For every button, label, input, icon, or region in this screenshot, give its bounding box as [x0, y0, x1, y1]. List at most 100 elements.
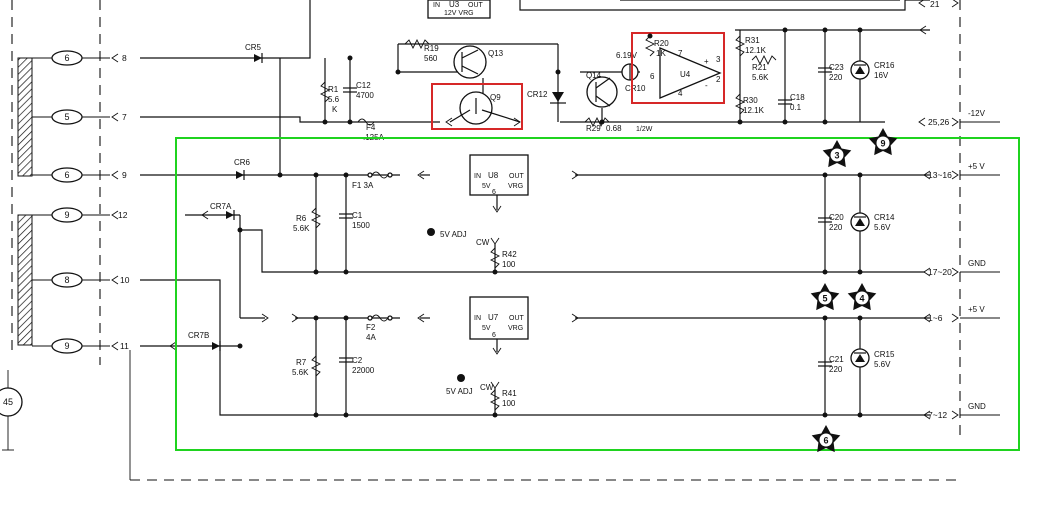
mid-pin-5: 10 — [120, 275, 130, 285]
svg-text:4A: 4A — [366, 333, 376, 342]
svg-text:U8: U8 — [488, 171, 499, 180]
right-pin-17-20: 17~20 — [928, 267, 952, 277]
svg-text:0.1: 0.1 — [790, 103, 802, 112]
r7-resistor: R7 5.6K — [292, 355, 322, 377]
svg-text:CR14: CR14 — [874, 213, 895, 222]
star-marker-label: 3 — [834, 151, 839, 161]
cr10-diode: 6.19V CR10 — [616, 51, 646, 93]
cr5-diode: CR5 — [245, 43, 263, 63]
svg-text:Q9: Q9 — [490, 93, 501, 102]
svg-text:5.6K: 5.6K — [293, 224, 310, 233]
u4-opamp: U4 7 6 4 3 2 + - — [650, 47, 722, 99]
q13-transistor: Q13 — [453, 45, 504, 79]
svg-text:5V ADJ: 5V ADJ — [440, 230, 467, 239]
r20-resistor: R20 1K — [644, 35, 669, 58]
svg-text:C23: C23 — [829, 63, 844, 72]
svg-text:5.6V: 5.6V — [874, 360, 891, 369]
svg-text:R41: R41 — [502, 389, 517, 398]
svg-text:F2: F2 — [366, 323, 376, 332]
mid-pin-6: 11 — [120, 341, 129, 351]
svg-text:+: + — [704, 57, 709, 66]
svg-text:6.19V: 6.19V — [616, 51, 638, 60]
svg-text:OUT: OUT — [468, 2, 484, 9]
right-pin-1-6: 1~6 — [928, 313, 943, 323]
svg-text:F4: F4 — [366, 123, 376, 132]
svg-text:5V: 5V — [482, 183, 491, 190]
c2-capacitor: C2 22000 — [339, 356, 375, 375]
mid-pin-3: 9 — [122, 170, 127, 180]
svg-text:7: 7 — [678, 49, 683, 58]
svg-text:R42: R42 — [502, 250, 517, 259]
svg-text:R6: R6 — [296, 214, 307, 223]
svg-text:CR7A: CR7A — [210, 202, 232, 211]
svg-text:R1: R1 — [328, 85, 339, 94]
cr12-diode: CR12 — [527, 90, 566, 104]
u3-regulator: IN U3 OUT 12V VRG — [427, 0, 491, 19]
c18-capacitor: C18 0.1 — [778, 93, 805, 112]
svg-text:CR10: CR10 — [625, 84, 646, 93]
svg-text:4: 4 — [678, 89, 683, 98]
svg-text:C21: C21 — [829, 355, 844, 364]
svg-text:CW: CW — [480, 383, 494, 392]
junction-dots — [237, 27, 863, 418]
r21-resistor: R21 5.6K — [751, 54, 777, 82]
svg-text:5.6: 5.6 — [328, 95, 340, 104]
left-pin-2: 5 — [64, 112, 69, 122]
svg-text:CW: CW — [476, 238, 490, 247]
svg-text:0.68: 0.68 — [606, 124, 622, 133]
svg-text:5.6V: 5.6V — [874, 223, 891, 232]
r19-resistor: R19 560 — [404, 38, 439, 63]
svg-text:C2: C2 — [352, 356, 363, 365]
r1-resistor: R1 5.6 K — [319, 81, 340, 114]
cr6-diode: CR6 — [234, 158, 251, 180]
svg-text:6: 6 — [492, 189, 496, 196]
r30-resistor: R30 12.1K — [734, 93, 765, 115]
svg-text:16V: 16V — [874, 71, 889, 80]
svg-text:CR6: CR6 — [234, 158, 251, 167]
svg-text:R21: R21 — [752, 63, 767, 72]
svg-text:-: - — [705, 81, 708, 90]
svg-text:12.1K: 12.1K — [743, 106, 765, 115]
r6-resistor: R6 5.6K — [293, 207, 322, 233]
svg-text:220: 220 — [829, 223, 843, 232]
svg-text:R19: R19 — [424, 44, 439, 53]
u4-highlight-box — [631, 32, 725, 104]
star-marker-label: 4 — [859, 294, 864, 304]
right-pin-13-16: 13~16 — [928, 170, 952, 180]
star-marker-label: 6 — [823, 436, 828, 446]
cr7b-diode: CR7B — [169, 331, 240, 351]
svg-text:100: 100 — [502, 399, 516, 408]
svg-text:C12: C12 — [356, 81, 371, 90]
left-pin-6: 9 — [64, 341, 69, 351]
svg-text:F1 3A: F1 3A — [352, 181, 374, 190]
star-marker-center — [818, 291, 832, 305]
svg-text:R31: R31 — [745, 36, 760, 45]
svg-text:CR5: CR5 — [245, 43, 262, 52]
svg-text:OUT: OUT — [509, 315, 525, 322]
cr15-zener: CR15 5.6V — [850, 348, 895, 369]
svg-text:R30: R30 — [743, 96, 758, 105]
star-marker-center — [855, 291, 869, 305]
svg-text:VRG: VRG — [508, 183, 523, 190]
net-plus-5v-b: +5 V — [968, 305, 985, 314]
right-connectors: 21 25,26 13~16 17~20 1~6 7~12 -12V +5 V … — [918, 0, 1000, 440]
svg-text:6: 6 — [492, 332, 496, 339]
r31-resistor: R31 12.1K — [734, 35, 767, 57]
svg-text:U3: U3 — [449, 0, 460, 9]
star-marker-center — [876, 136, 890, 150]
left-pin-1: 6 — [64, 53, 69, 63]
right-pin-25-26: 25,26 — [928, 117, 950, 127]
svg-text:U7: U7 — [488, 313, 499, 322]
svg-text:C20: C20 — [829, 213, 844, 222]
svg-text:R7: R7 — [296, 358, 307, 367]
right-pin-7-12: 7~12 — [928, 410, 947, 420]
svg-text:CR7B: CR7B — [188, 331, 209, 340]
r42-potentiometer: 5V ADJ CW R42 100 — [427, 228, 517, 272]
svg-text:VRG: VRG — [508, 325, 523, 332]
r41-potentiometer: 5V ADJ CW R41 100 — [446, 374, 517, 415]
svg-text:5V ADJ: 5V ADJ — [446, 387, 473, 396]
svg-text:6: 6 — [650, 72, 655, 81]
star-marker-center — [819, 433, 833, 447]
star-marker-label: 9 — [880, 139, 885, 149]
